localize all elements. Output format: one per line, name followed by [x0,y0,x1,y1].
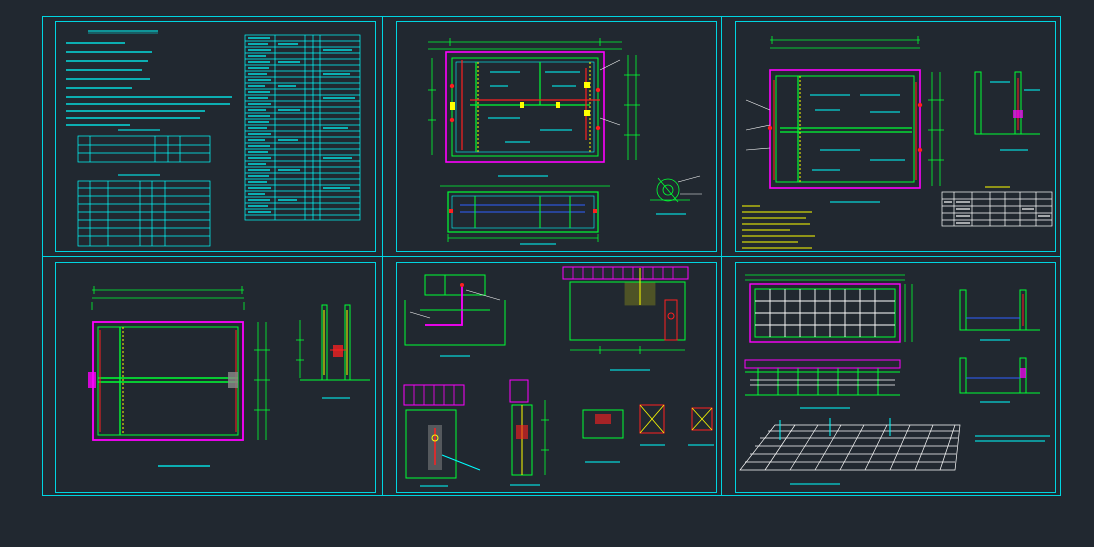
sheet-6-iso-grid [739,418,961,485]
sheet-2-section [440,185,610,245]
sheet-1-border [55,21,376,252]
sheet-1-table-mid [77,174,211,247]
sheet-frame [42,16,1061,496]
sheet-2-detail [650,175,702,215]
sheet-6-roof-plan [745,274,913,343]
sheet-3-notes [742,205,815,249]
sheet-inner-borders [55,21,1056,493]
sheet-3-legend-table [941,186,1053,227]
sheet-3-border [735,21,1056,252]
sheet-1-notes [66,30,232,126]
sheet-4-section-detail [296,304,370,399]
sheet-1-table-long [244,34,361,221]
sheet-3-tank-plan [745,36,944,203]
sheet-5-small-details [582,404,714,463]
sheet-5-border [396,262,717,493]
sheet-2-tank-plan [428,38,640,177]
sheet-6-border [735,262,1056,493]
sheet-4-tank-plan [88,286,270,467]
sheet-4-border [55,262,376,493]
sheet-3-pipe-detail [974,71,1040,151]
sheet-6-elevation [744,359,901,409]
sheet-2-border [396,21,717,252]
sheet-1-table-small [77,129,211,163]
sheet-5-detail-bottom-left [403,384,481,487]
sheet-5-roof-section [562,266,689,371]
sheet-6-wall-details [959,289,1050,442]
sheet-5-detail-bottom-mid [509,379,549,486]
sheet-5-detail-top-left [404,274,506,357]
